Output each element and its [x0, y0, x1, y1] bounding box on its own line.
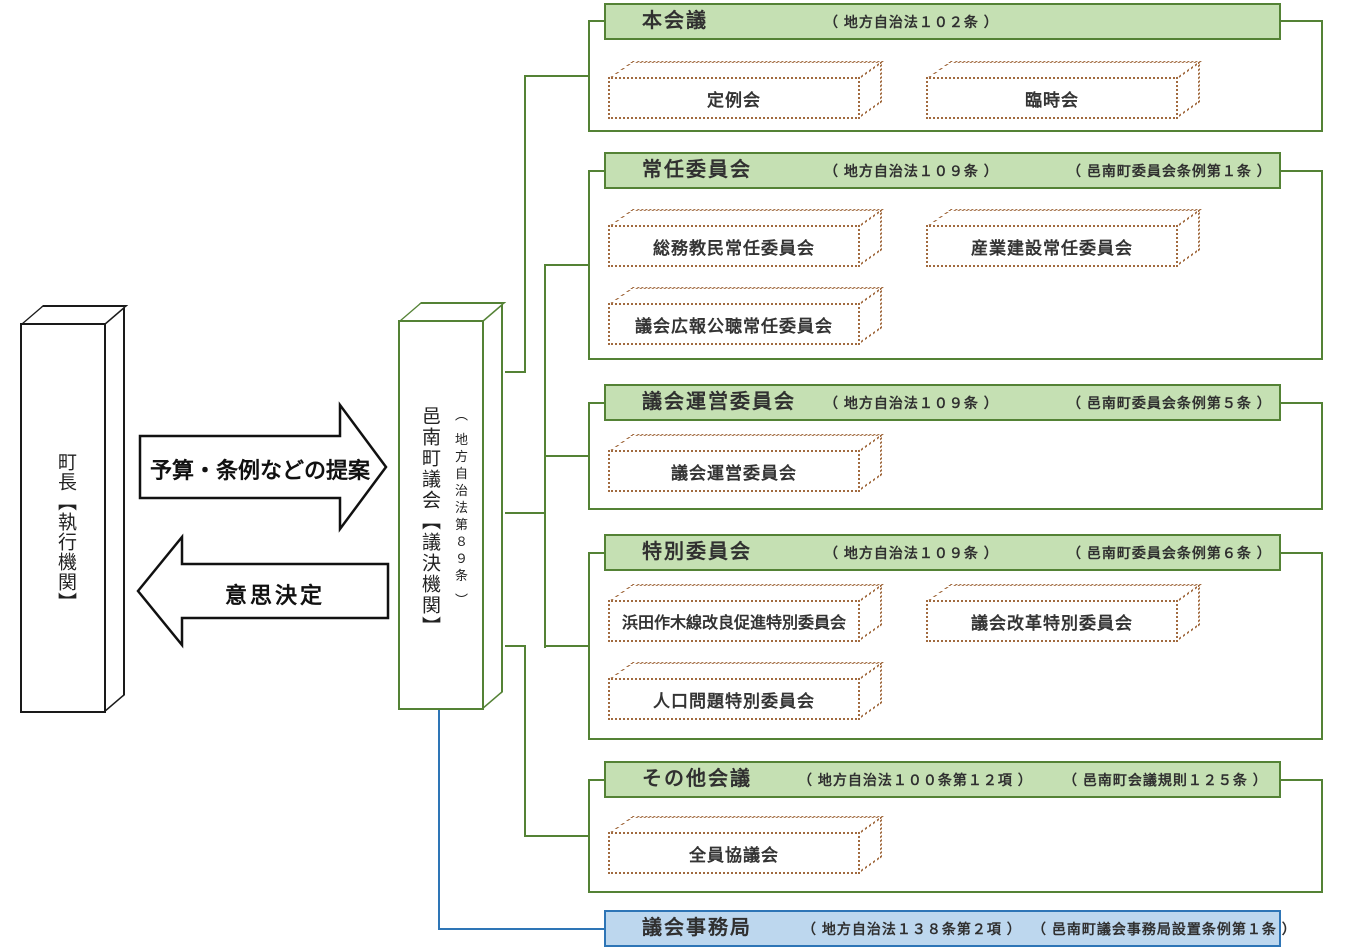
connector-line — [544, 455, 590, 457]
connector-line — [544, 264, 590, 266]
committee-box-label: 全員協議会 — [608, 832, 860, 874]
connector-line — [524, 75, 590, 77]
committee-box-label: 人口問題特別委員会 — [608, 678, 860, 720]
section-header-gikaiunei: 議会運営委員会 （ 地方自治法１０９条 ） （ 邑南町委員会条例第５条 ） — [604, 384, 1281, 421]
section-law-ref-2: （ 邑南町委員会条例第５条 ） — [1067, 395, 1272, 411]
section-header-jimukyoku: 議会事務局 （ 地方自治法１３８条第２項 ） （ 邑南町議会事務局設置条例第１条… — [604, 910, 1296, 947]
committee-box-label: 浜田作木線改良促進特別委員会 — [608, 600, 860, 642]
blue-connector-line — [438, 928, 606, 930]
section-header-sonota: その他会議 （ 地方自治法１００条第１２項 ） （ 邑南町会議規則１２５条 ） — [604, 761, 1281, 798]
section-law-ref-2: （ 邑南町委員会条例第６条 ） — [1067, 545, 1272, 561]
connector-line — [524, 75, 526, 373]
committee-box-label: 臨時会 — [926, 77, 1178, 119]
connector-line — [505, 645, 526, 647]
committee-box-label: 定例会 — [608, 77, 860, 119]
section-law-ref-1: （ 地方自治法１３８条第２項 ） — [802, 921, 1022, 937]
section-title: 特別委員会 — [642, 541, 752, 563]
section-title: その他会議 — [642, 768, 752, 790]
committee-box-label: 議会改革特別委員会 — [926, 600, 1178, 642]
section-header-honkaigi: 本会議 （ 地方自治法１０２条 ） — [604, 3, 1281, 40]
section-law-ref-2: （ 邑南町委員会条例第１条 ） — [1067, 163, 1272, 179]
section-title: 常任委員会 — [642, 159, 752, 181]
committee-box-label: 総務教民常任委員会 — [608, 225, 860, 267]
committee-box-label: 議会広報公聴常任委員会 — [608, 303, 860, 345]
section-law-ref-2: （ 邑南町議会事務局設置条例第１条 ） — [1032, 921, 1297, 937]
section-law-ref-1: （ 地方自治法１０９条 ） — [824, 395, 999, 411]
decision-arrow-label: 意思決定 — [224, 583, 325, 608]
connector-line — [524, 645, 526, 837]
section-title: 本会議 — [642, 10, 708, 32]
committee-box-label: 産業建設常任委員会 — [926, 225, 1178, 267]
committee-box-label: 議会運営委員会 — [608, 450, 860, 492]
council-box-label: 邑南町議会【議決機関】 — [419, 406, 440, 637]
section-law-ref-1: （ 地方自治法１０２条 ） — [824, 14, 999, 30]
council-box-law-label: （ 地方自治法第８９条 ） — [453, 408, 468, 611]
proposal-arrow-label: 予算・条例などの提案 — [149, 458, 370, 483]
section-title: 議会事務局 — [642, 917, 752, 939]
connector-line — [544, 645, 590, 647]
proposal-arrow — [138, 401, 388, 533]
connector-line — [505, 371, 526, 373]
section-law-ref-2: （ 邑南町会議規則１２５条 ） — [1063, 772, 1268, 788]
section-law-ref-1: （ 地方自治法１０９条 ） — [824, 545, 999, 561]
section-header-tokubetsu: 特別委員会 （ 地方自治法１０９条 ） （ 邑南町委員会条例第６条 ） — [604, 534, 1281, 571]
section-law-ref-1: （ 地方自治法１０９条 ） — [824, 163, 999, 179]
section-header-jonin: 常任委員会 （ 地方自治法１０９条 ） （ 邑南町委員会条例第１条 ） — [604, 152, 1281, 189]
mayor-box-label: 町長【執行機関】 — [55, 452, 76, 612]
connector-line — [524, 835, 590, 837]
section-title: 議会運営委員会 — [642, 391, 796, 413]
decision-arrow — [136, 533, 390, 649]
section-law-ref-1: （ 地方自治法１００条第１２項 ） — [798, 772, 1033, 788]
blue-connector-line — [438, 710, 440, 930]
connector-line — [505, 512, 546, 514]
